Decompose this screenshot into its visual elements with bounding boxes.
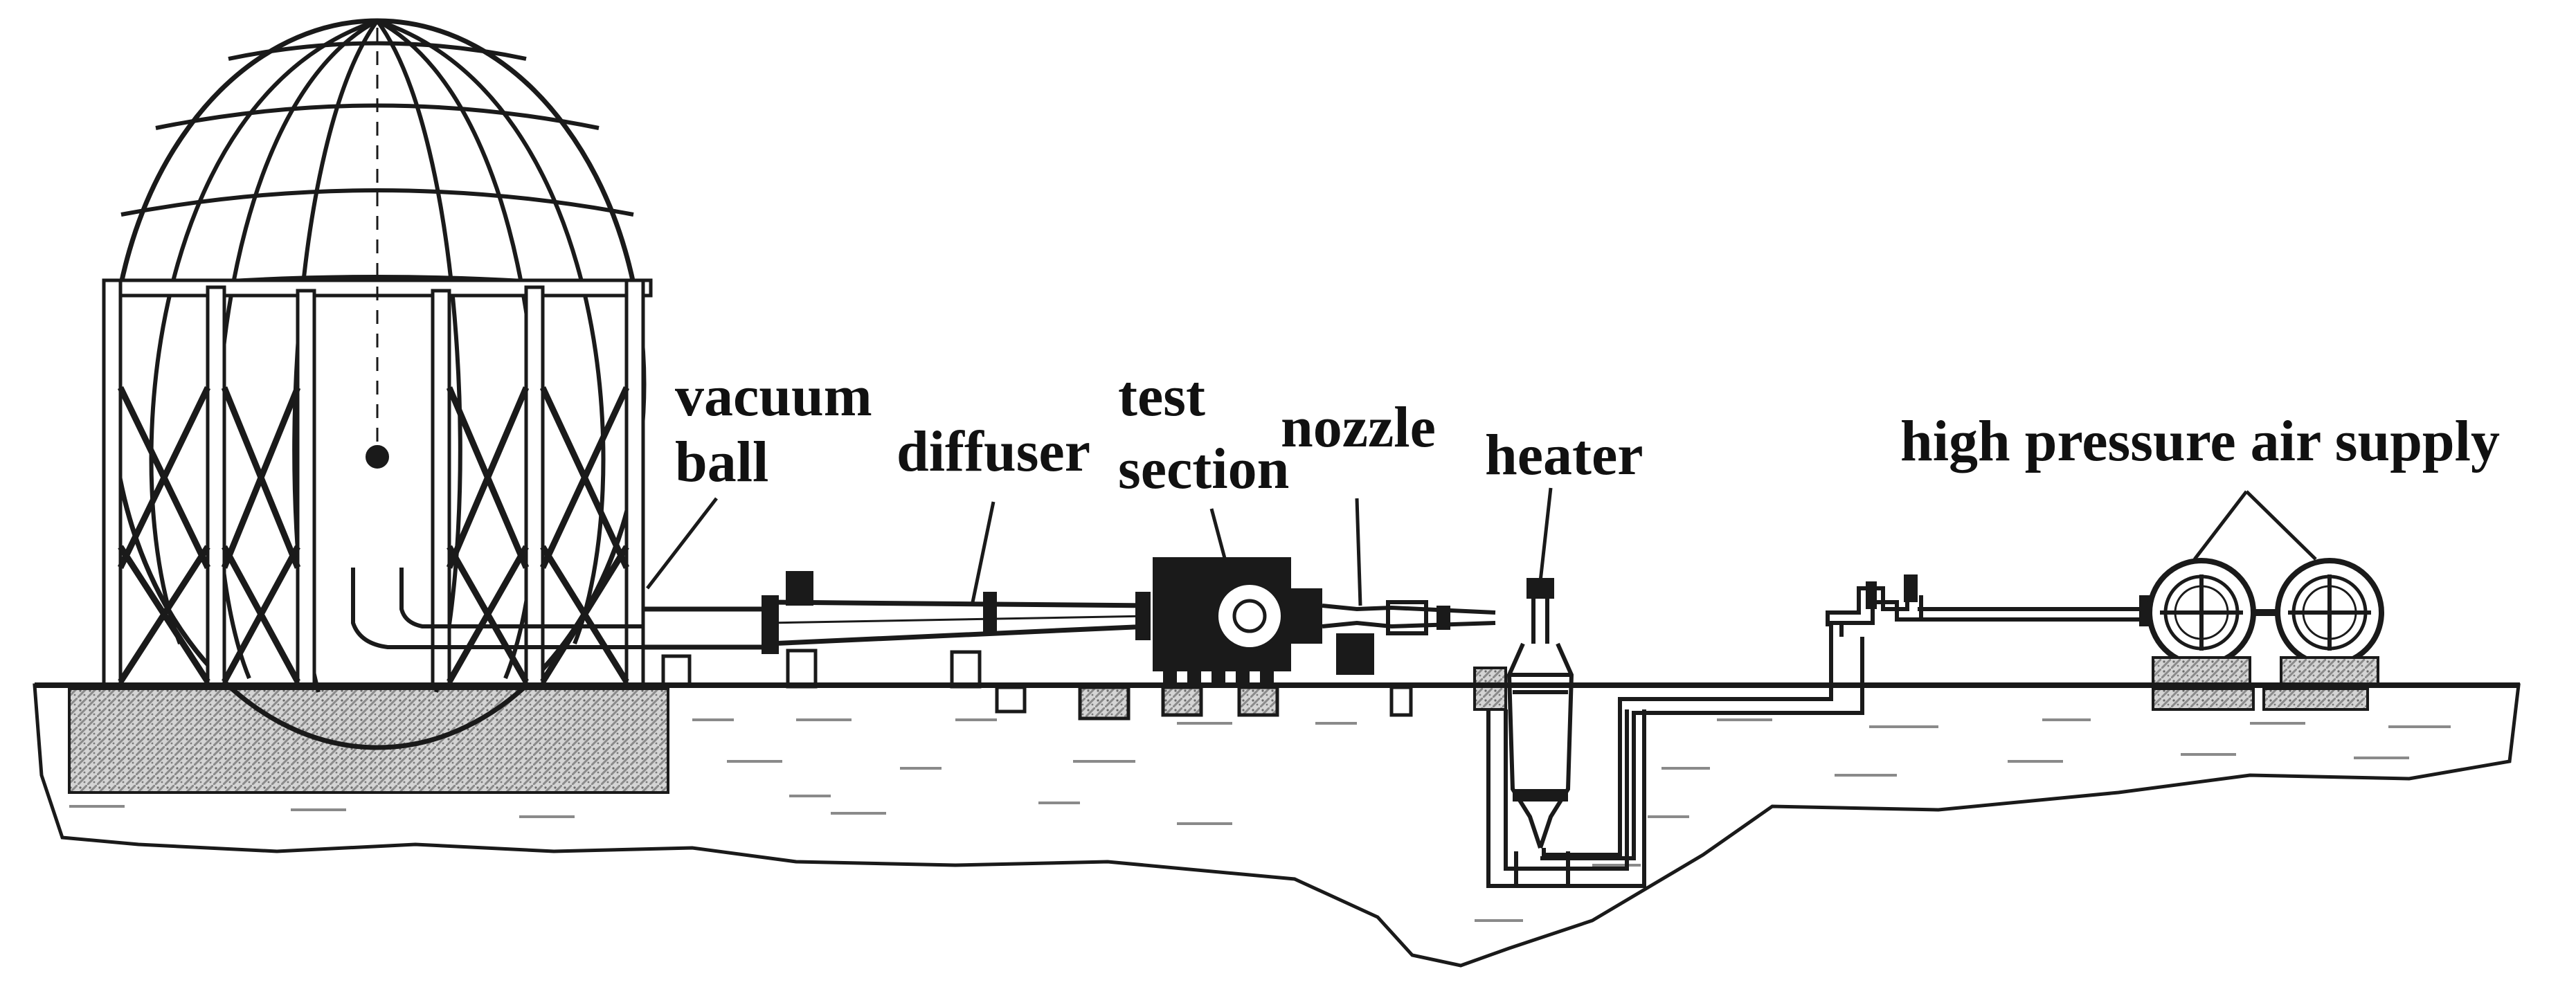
label-test-section-line1: test — [1118, 364, 1205, 428]
ground — [33, 683, 2521, 968]
label-heater: heater — [1485, 423, 1643, 487]
high-pressure-air-supply — [1826, 558, 2384, 711]
label-high-pressure-air-supply: high pressure air supply — [1900, 409, 2500, 473]
leader-lines — [646, 487, 2317, 606]
labels: vacuum ball diffuser test section nozzle… — [675, 364, 2500, 501]
label-diffuser: diffuser — [897, 419, 1090, 484]
nozzle — [1322, 600, 1496, 675]
label-nozzle: nozzle — [1281, 395, 1436, 460]
label-vacuum-ball-line1: vacuum — [675, 364, 872, 428]
test-section — [1153, 557, 1322, 685]
vacuum-ball — [102, 21, 653, 748]
heater — [1473, 578, 1864, 888]
label-vacuum-ball-line2: ball — [675, 430, 768, 494]
label-test-section-line2: section — [1118, 437, 1289, 501]
diffuser-duct — [644, 571, 1413, 721]
